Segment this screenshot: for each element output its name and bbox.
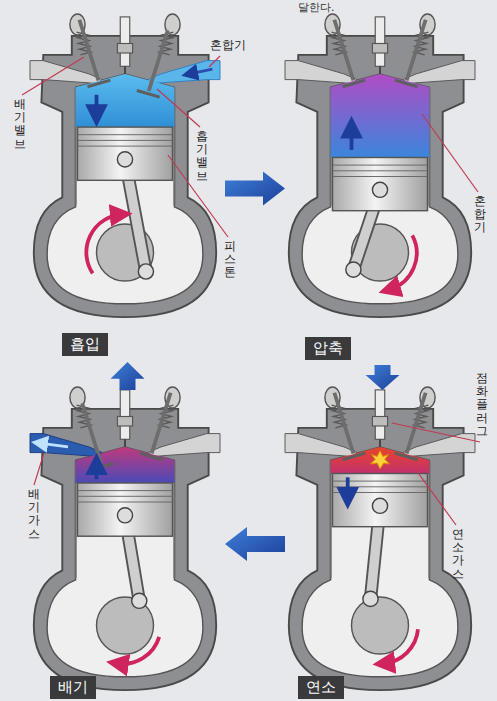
stage-label: 흡입 [62, 333, 108, 356]
part-label-vertical: 흡기 밸브 [196, 130, 208, 183]
intake-engine [30, 14, 220, 317]
stroke-panel: 흡입 [30, 15, 225, 362]
stroke-panel: 연소 [285, 390, 480, 698]
part-label-vertical: 배기가스 [28, 488, 40, 541]
stage-label: 연소 [298, 676, 344, 699]
cycle-arrow [225, 527, 285, 561]
cycle-arrow [366, 365, 400, 390]
stage-label: 압축 [305, 337, 351, 360]
stroke-panel: 압축 [285, 15, 480, 365]
leader-lines [22, 56, 480, 525]
part-label: 혼합기 [210, 38, 246, 52]
part-label: 달한다. [298, 1, 335, 14]
cycle-arrow [225, 172, 285, 206]
stroke-panel: 배기 [30, 390, 225, 698]
part-label-vertical: 점화 플러그 [476, 372, 488, 438]
cycle-arrow [111, 362, 145, 390]
part-label-vertical: 연소 가스 [452, 528, 464, 581]
compression-engine [285, 14, 475, 317]
stage-label: 배기 [50, 676, 96, 699]
part-label-vertical: 피스톤 [224, 240, 236, 280]
part-label-vertical: 혼합기 [474, 195, 486, 235]
part-label-vertical: 배기 밸브 [14, 98, 26, 151]
exhaust-engine [30, 387, 220, 690]
combustion-engine [285, 387, 475, 690]
